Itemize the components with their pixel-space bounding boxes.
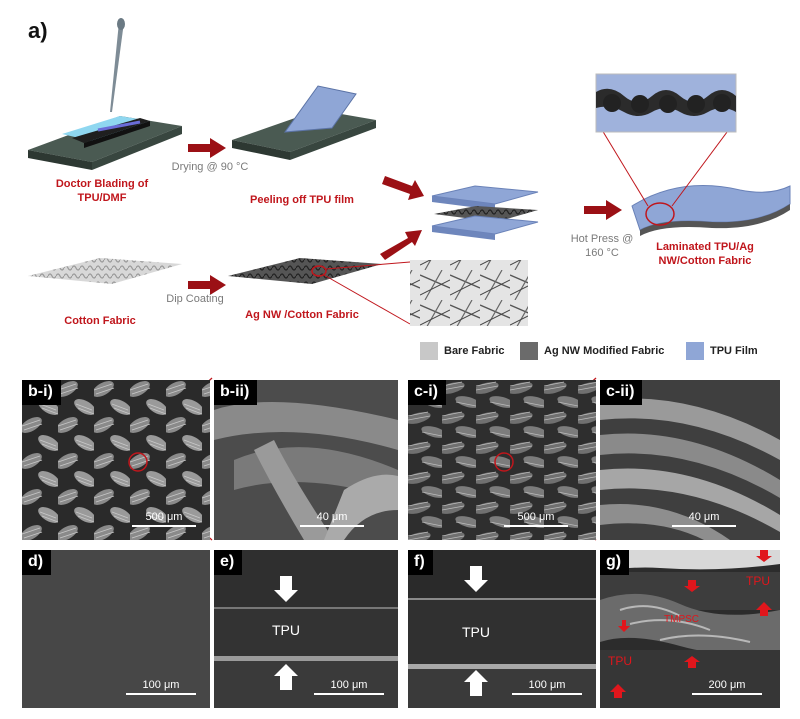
scale-e: 100 μm [330,679,368,691]
label-agnw-cotton: Ag NW /Cotton Fabric [245,309,359,321]
label-doctor-blading: Doctor Blading of TPU/DMF [55,178,149,204]
panel-d: d) 100 μm [22,550,210,708]
legend-label-bare: Bare Fabric [444,345,505,357]
scale-c-i: 500 μm [517,511,555,523]
label-laminated: Laminated TPU/Ag NW/Cotton Fabric [656,241,754,267]
label-cotton: Cotton Fabric [64,315,136,327]
panel-g: g) TPU TMPSC TPU 200 μm [600,550,780,708]
tag-e: e) [214,550,243,575]
peeling-film-illustration [232,85,376,160]
layer-stack-illustration [431,185,539,240]
label-tpu-g-top: TPU [746,574,770,588]
panel-c-i: c-i) 500 μm [408,380,596,540]
legend-label-agnw: Ag NW Modified Fabric [544,345,665,357]
scale-c-ii: 40 μm [688,511,720,523]
scale-g: 200 μm [708,679,746,691]
panel-b-ii: b-ii) 40 μm [214,380,398,540]
label-drying: Drying @ 90 °C [171,161,249,173]
scale-d: 100 μm [142,679,180,691]
label-tmpsc: TMPSC [664,614,699,625]
tag-f: f) [408,550,433,575]
legend-swatch-tpu [686,342,704,360]
tag-b-ii: b-ii) [214,380,258,405]
scale-bar-c-i [504,525,568,527]
label-hot-press: Hot Press @ 160 °C [570,233,634,259]
tag-g: g) [600,550,630,575]
panel-e: e) TPU 100 μm [214,550,398,708]
process-arrows [188,138,622,295]
panel-a-letter: a) [28,18,48,43]
scale-bar-b-ii [300,525,364,527]
doctor-blading-illustration [28,18,182,170]
scale-bar-g [692,693,762,695]
agnw-fabric-illustration [228,258,382,284]
label-peeling: Peeling off TPU film [250,194,354,206]
label-tpu-f: TPU [462,624,490,640]
scale-b-i: 500 μm [145,511,183,523]
panel-b-i: b-i) 500 μm [22,380,210,540]
scale-bar-c-ii [672,525,736,527]
label-tpu-e: TPU [272,622,300,638]
label-tpu-g-bottom: TPU [608,654,632,668]
legend-label-tpu: TPU Film [710,345,758,357]
legend-swatch-agnw [520,342,538,360]
scale-bar-e [314,693,384,695]
scale-bar-b-i [132,525,196,527]
scale-bar-d [126,693,196,695]
laminated-illustration [595,73,791,236]
tag-c-i: c-i) [408,380,446,405]
legend-swatch-bare [420,342,438,360]
tag-c-ii: c-ii) [600,380,643,405]
tag-b-i: b-i) [22,380,61,405]
cotton-fabric-illustration [28,258,182,284]
panel-c-ii: c-ii) 40 μm [600,380,780,540]
tag-d: d) [22,550,52,575]
scale-f: 100 μm [528,679,566,691]
panel-f: f) TPU 100 μm [408,550,596,708]
schematic-diagram [28,18,791,360]
nanowire-inset [410,260,528,326]
label-dip-coating: Dip Coating [166,293,224,305]
scale-bar-f [512,693,582,695]
scale-b-ii: 40 μm [316,511,348,523]
